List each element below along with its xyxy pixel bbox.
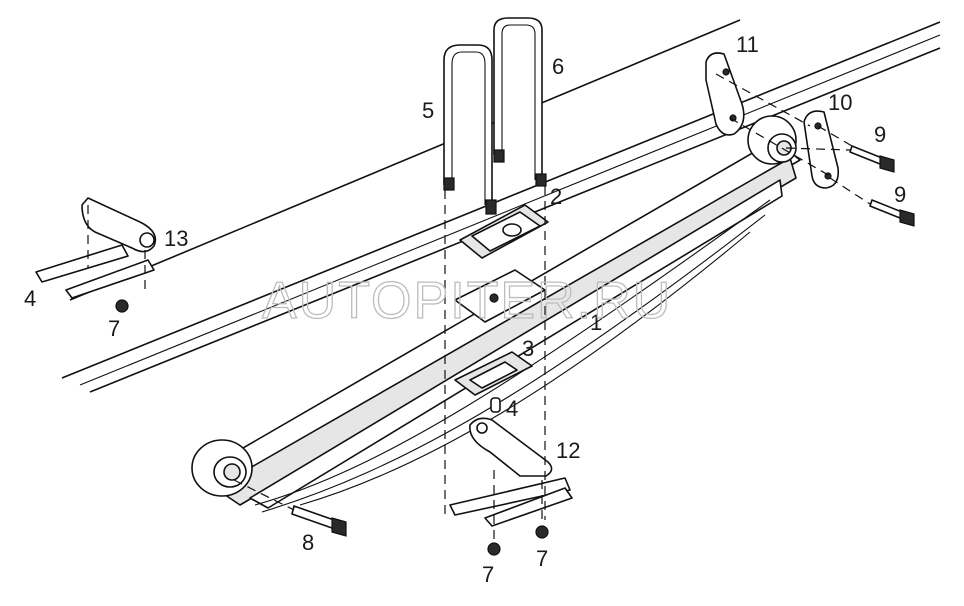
label-4-center: 4 xyxy=(506,396,518,421)
label-8: 8 xyxy=(302,530,314,555)
label-11: 11 xyxy=(736,32,759,57)
label-10: 10 xyxy=(828,90,852,115)
label-7-bottom-a: 7 xyxy=(482,562,494,587)
center-block xyxy=(454,269,546,323)
leaf-spring xyxy=(191,115,801,513)
spring-pad xyxy=(454,351,533,396)
label-12: 12 xyxy=(556,438,580,463)
watermark: AUTOPITER.RU xyxy=(262,272,672,330)
label-6: 6 xyxy=(552,54,564,79)
bolt-8 xyxy=(291,505,347,537)
shackle-plate-11 xyxy=(705,52,745,136)
label-13: 13 xyxy=(164,226,188,251)
label-9-top: 9 xyxy=(874,122,886,147)
u-bolt-6 xyxy=(493,17,547,187)
callout-labels: 1 2 3 4 4 5 6 7 7 7 8 9 9 10 11 12 13 xyxy=(24,32,906,587)
assembly-guide-lines xyxy=(87,73,871,540)
label-5: 5 xyxy=(422,98,434,123)
label-1: 1 xyxy=(590,310,602,335)
label-9-bottom: 9 xyxy=(894,182,906,207)
u-bolt-5 xyxy=(443,44,497,215)
label-2: 2 xyxy=(550,184,562,209)
clamp-plate xyxy=(459,204,549,259)
upper-bracket-left xyxy=(35,197,157,313)
lower-bracket xyxy=(449,417,573,556)
label-3: 3 xyxy=(522,336,534,361)
label-4-left: 4 xyxy=(24,286,36,311)
label-7-bottom-b: 7 xyxy=(536,546,548,571)
center-pin xyxy=(490,397,501,413)
label-7-left: 7 xyxy=(108,316,120,341)
bolt-9-top xyxy=(849,145,895,173)
bolt-9-bottom xyxy=(869,199,915,227)
